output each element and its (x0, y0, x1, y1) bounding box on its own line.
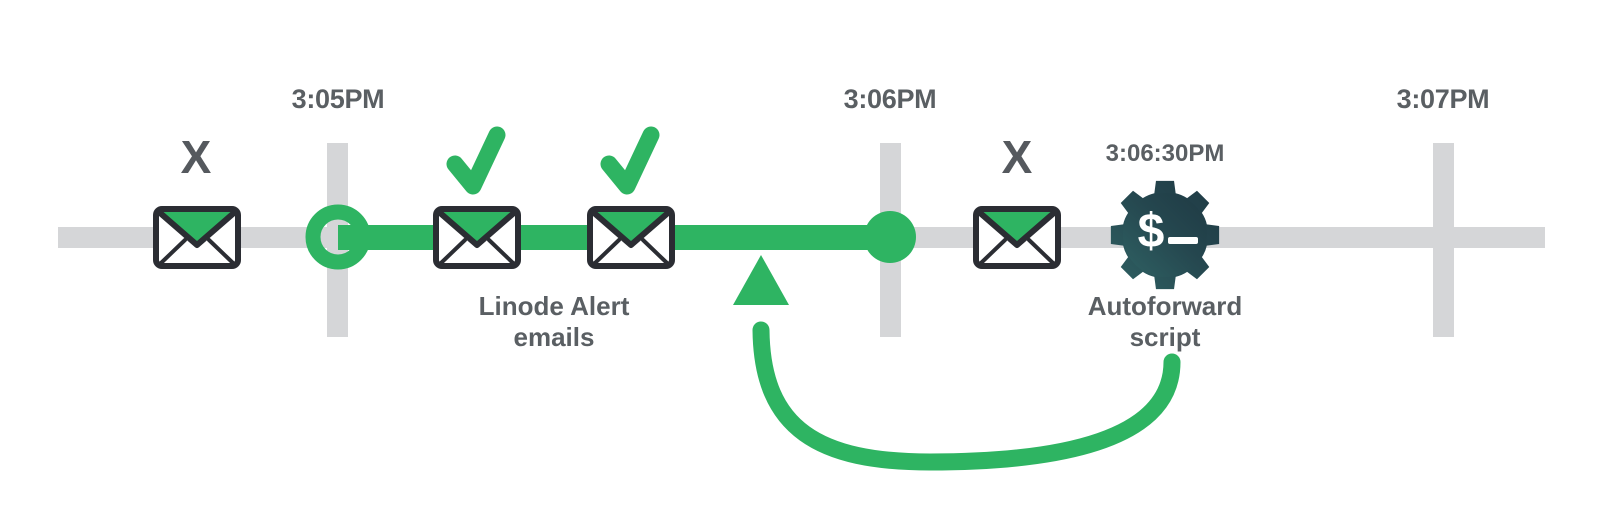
axis-tick-label-306: 3:06PM (843, 84, 937, 114)
axis-tick-label-307: 3:07PM (1396, 84, 1490, 114)
svg-text:$: $ (1138, 205, 1165, 258)
x-mark-icon: X (180, 131, 212, 183)
dot-marker-306[interactable] (864, 211, 916, 263)
envelope-icon[interactable] (153, 206, 241, 269)
autoforward-script-label: Autoforward script (1088, 291, 1243, 353)
autoforward-time-label: 3:06:30PM (1105, 140, 1225, 167)
gear-terminal-icon[interactable]: $ (1110, 180, 1220, 290)
check-mark-icon (600, 126, 660, 195)
autoforward-script-label-line2: script (1129, 322, 1201, 352)
autoforward-script-label-line1: Autoforward (1087, 291, 1243, 321)
envelope-icon[interactable] (433, 206, 521, 269)
alert-emails-label-line1: Linode Alert (478, 291, 630, 321)
check-mark-icon (446, 126, 506, 195)
x-mark-icon: X (1001, 131, 1033, 183)
axis-tick-307 (1433, 143, 1454, 337)
axis-tick-label-305: 3:05PM (291, 84, 385, 114)
envelope-icon[interactable] (587, 206, 675, 269)
envelope-icon[interactable] (973, 206, 1061, 269)
feedback-arrow (733, 255, 1181, 471)
axis-tick-305 (327, 143, 348, 337)
alert-emails-label-line2: emails (513, 322, 595, 352)
alert-emails-label: Linode Alert emails (479, 291, 630, 353)
ring-marker-305[interactable] (305, 204, 371, 270)
